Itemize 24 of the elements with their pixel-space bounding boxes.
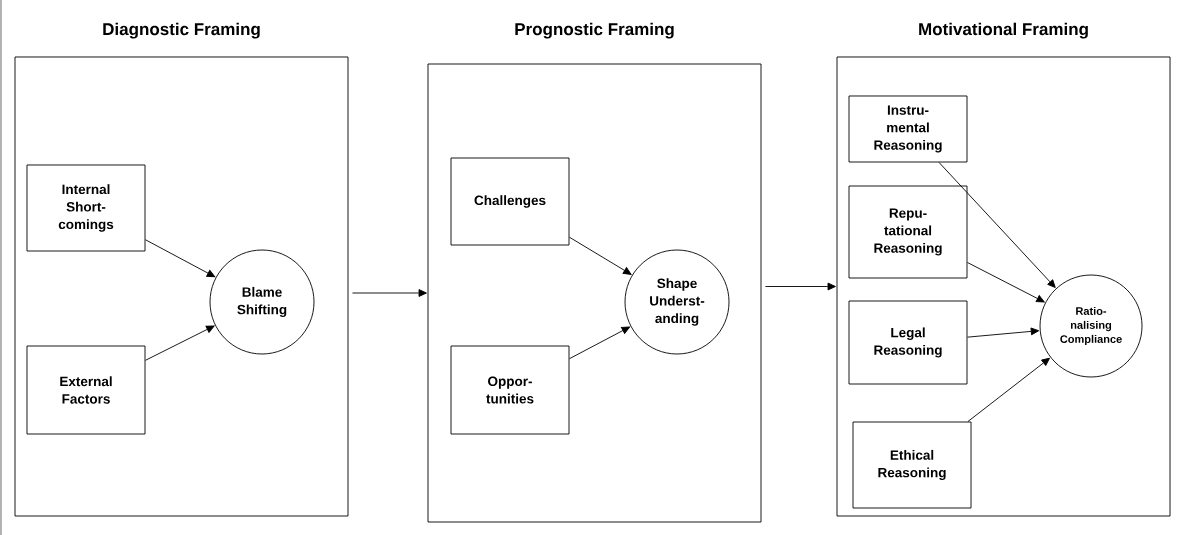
- text-box: Ethical Reasoning: [852, 421, 972, 509]
- circle-node: Ratio- nalising Compliance: [1039, 274, 1143, 378]
- arrow: [145, 239, 216, 278]
- text-box: External Factors: [26, 345, 146, 435]
- panel-heading: Prognostic Framing: [515, 22, 674, 39]
- text-box: Internal Short- comings: [26, 164, 146, 252]
- circle-node: Blame Shifting: [209, 249, 315, 355]
- arrow: [145, 325, 215, 361]
- panel-heading: Diagnostic Framing: [103, 22, 260, 39]
- text-box: Legal Reasoning: [848, 300, 968, 385]
- arrow: [967, 327, 1040, 338]
- text-box: Repu- tational Reasoning: [848, 185, 968, 279]
- arrow: [938, 162, 1056, 288]
- arrow: [352, 289, 427, 297]
- text-box: Challenges: [450, 157, 570, 246]
- text-box: Instru- mental Reasoning: [848, 95, 968, 163]
- arrow: [967, 262, 1045, 303]
- arrow: [569, 236, 632, 275]
- circle-node: Shape Underst- anding: [624, 249, 730, 355]
- text-box: Oppor- tunities: [450, 345, 570, 435]
- arrow: [569, 326, 631, 360]
- arrow: [765, 282, 836, 291]
- arrow: [967, 357, 1050, 422]
- panel-heading: Motivational Framing: [919, 22, 1088, 39]
